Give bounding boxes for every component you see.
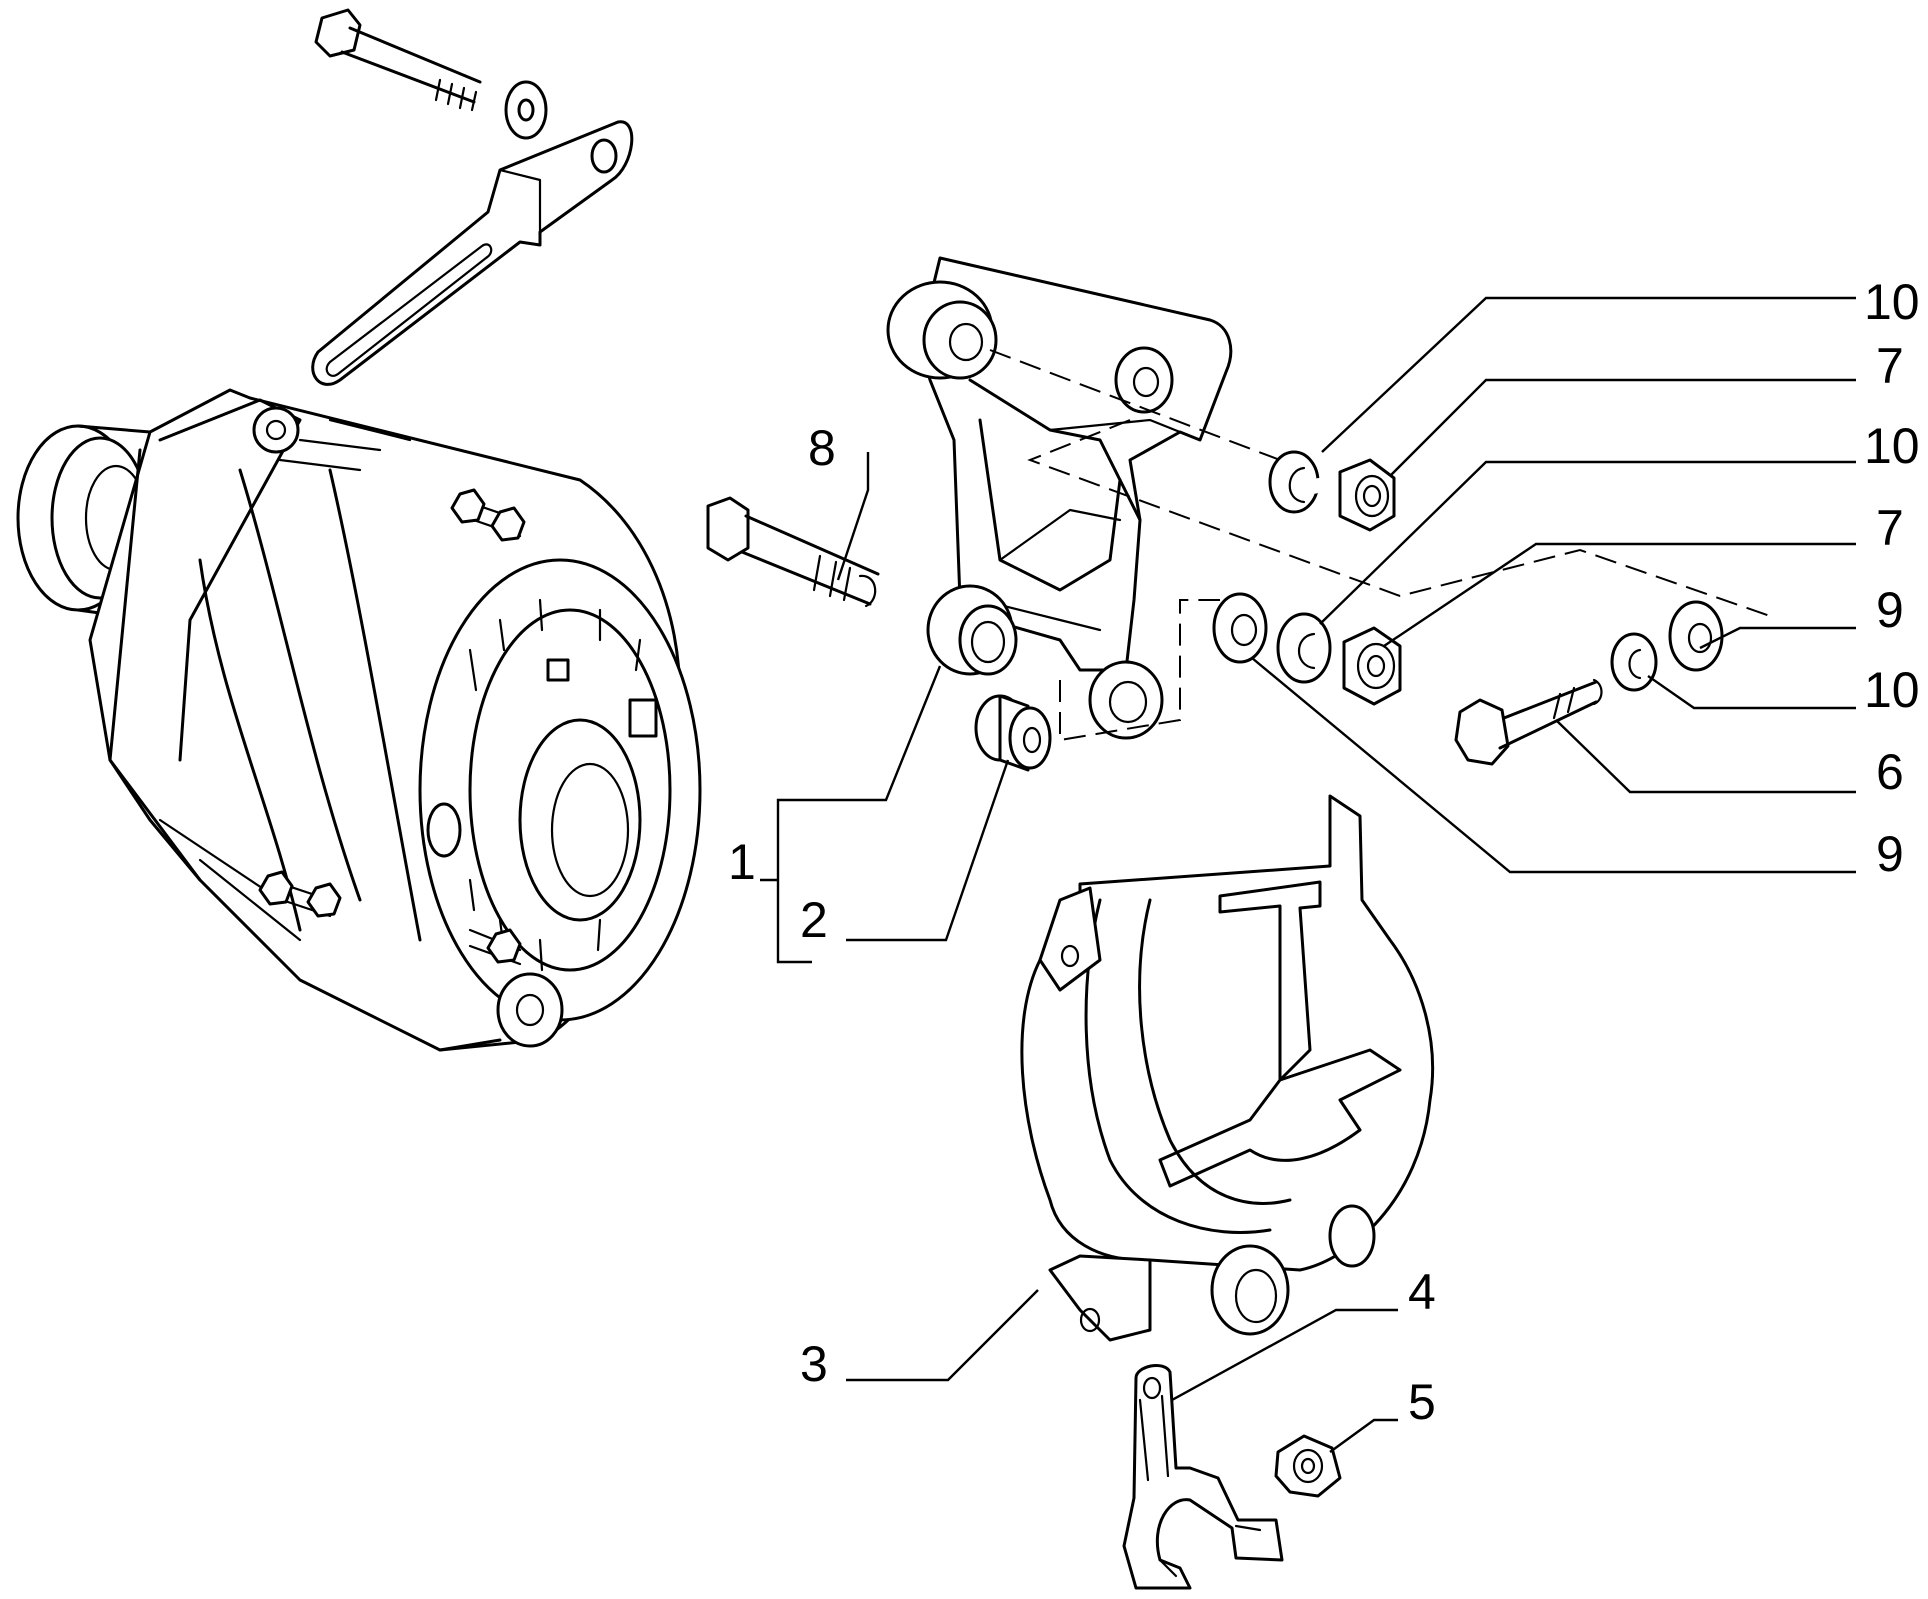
callout-9-lower: 9 [1876,826,1904,882]
upper-bolt [314,8,482,112]
nut-item-5 [1274,1434,1342,1498]
nut-upper [1338,458,1396,532]
pulley-cover [1020,794,1435,1342]
callout-3: 3 [800,1336,828,1392]
flat-washer-middle [1212,592,1268,664]
callout-9-upper: 9 [1876,582,1904,638]
pivot-bolt [706,496,880,608]
explode-line-upper [989,349,1281,461]
callout-6: 6 [1876,744,1904,800]
callout-7-top: 7 [1876,338,1904,394]
spring-washer-right [1610,632,1658,692]
explode-line-middle [1027,419,1771,617]
callout-1: 1 [728,834,756,890]
spring-washer-upper [1268,450,1323,514]
nut-middle [1342,626,1402,706]
terminal-stud-lower [258,870,522,966]
upper-washer [504,80,548,140]
callout-8: 8 [808,420,836,476]
bushing [974,694,1052,772]
callout-4: 4 [1408,1264,1436,1320]
callout-2: 2 [800,892,828,948]
adjuster-strap [311,120,634,386]
bolt-item-6 [1454,678,1603,766]
callout-labels: 10 7 10 7 9 10 6 9 8 1 2 3 4 5 [728,274,1920,1430]
leader-lines [760,296,1856,1453]
callout-5: 5 [1408,1374,1436,1430]
explode-line-lower [1059,599,1220,742]
callout-10-middle: 10 [1864,418,1920,474]
terminal-stud-upper [450,488,526,542]
spring-washer-middle [1276,612,1332,684]
pipe-clamp [1122,1363,1284,1590]
alternator [16,388,702,1052]
flat-washer-right [1668,600,1724,672]
callout-7-middle: 7 [1876,500,1904,556]
callout-10-top: 10 [1864,274,1920,330]
mounting-bracket [886,256,1233,740]
callout-10-bottom: 10 [1864,662,1920,718]
